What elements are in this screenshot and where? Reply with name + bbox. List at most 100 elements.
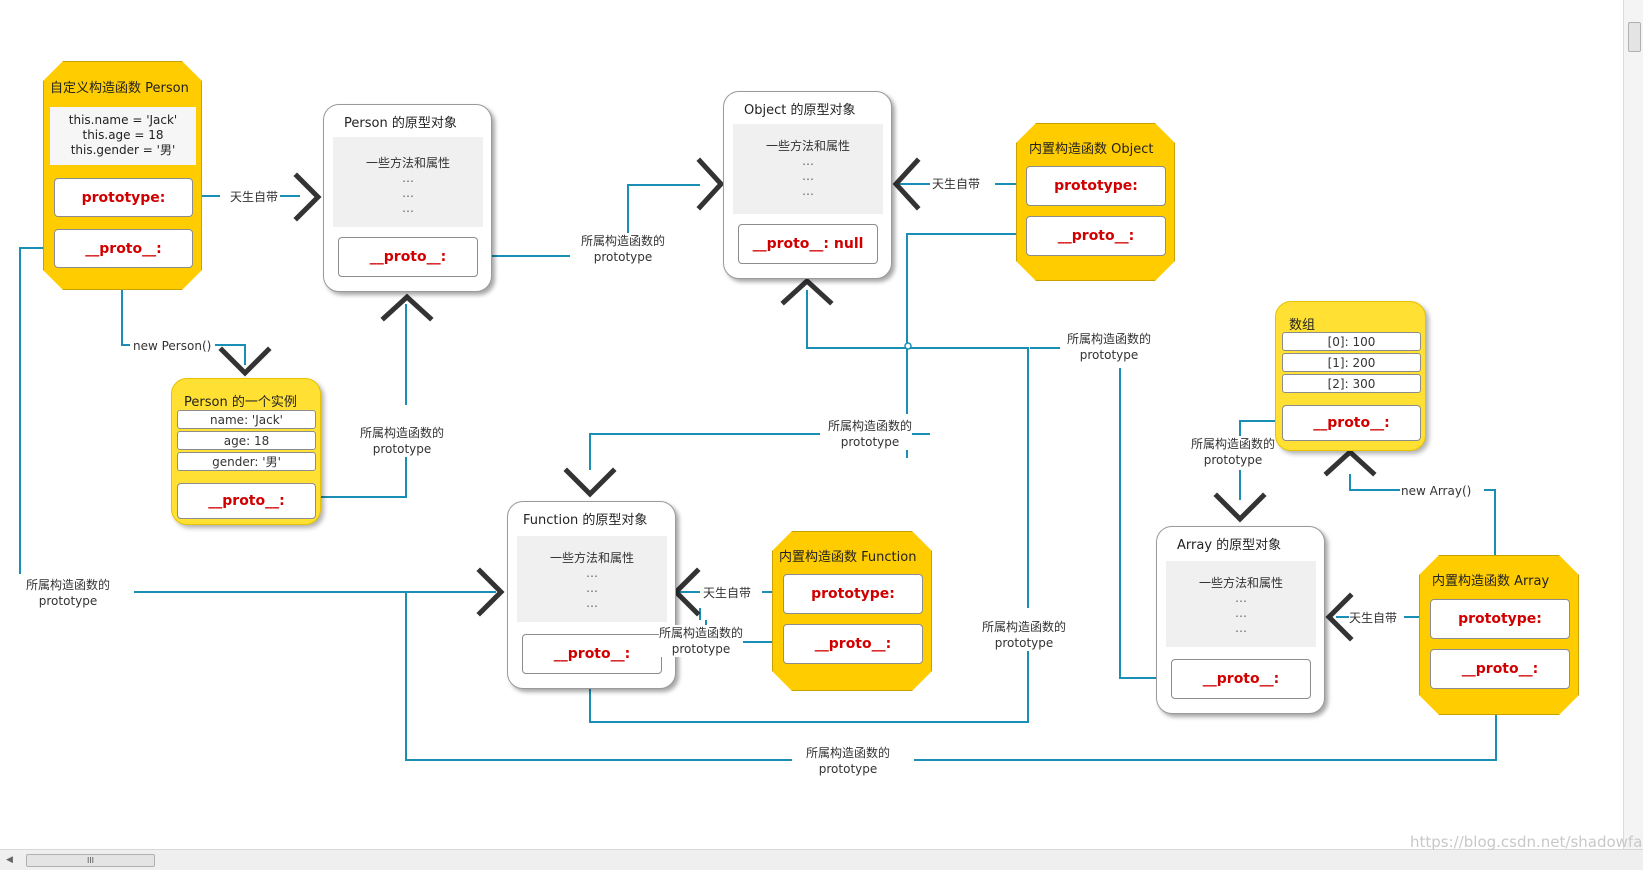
label-line: prototype [593,250,653,264]
object-prototype-title: Object 的原型对象 [744,103,856,118]
person-constructor-code: this.name = 'Jack' this.age = 18 this.ge… [50,107,196,165]
ellipsis: … [1235,621,1247,635]
array-prototype-title: Array 的原型对象 [1177,538,1282,553]
function-constructor-title: 内置构造函数 Function [779,550,917,565]
object-constructor-node: 内置构造函数 Object prototype: __proto__: [1016,123,1175,281]
arrow-person-proto [293,172,322,222]
label-owner-function-ctor: 所属构造函数的 prototype [659,625,744,657]
label-owner-person-ctor: 所属构造函数的 prototype [26,577,111,609]
person-constructor-proto-field: __proto__: [54,229,193,268]
person-prototype-proto-field: __proto__: [338,237,478,277]
junction-dot [904,342,912,350]
object-constructor-prototype-field: prototype: [1026,166,1166,206]
ellipsis: … [1235,591,1247,605]
array-prototype-methods: 一些方法和属性 … … … [1166,561,1316,647]
ellipsis: … [802,154,814,168]
person-prototype-title: Person 的原型对象 [344,116,457,131]
arrow-object-proto-right [892,157,921,211]
label-line: 所属构造函数的 [26,578,111,592]
ellipsis: … [802,184,814,198]
person-constructor-prototype-field: prototype: [54,178,193,217]
ellipsis: … [586,596,598,610]
ellipsis: … [1235,606,1247,620]
watermark: https://blog.csdn.net/shadowfall [1410,833,1643,851]
arrow-function-proto-left [476,567,505,617]
ellipsis: … [802,169,814,183]
label-line: prototype [840,435,900,449]
object-constructor-proto-field: __proto__: [1026,216,1166,256]
label-line: 所属构造函数的 [1191,437,1276,451]
label-line: prototype [38,594,98,608]
arrow-person-proto-up [380,293,434,322]
instance-field-age: age: 18 [177,431,316,450]
methods-label: 一些方法和属性 [1198,576,1283,590]
object-prototype-methods: 一些方法和属性 … … … [733,124,883,214]
label-innate-object: 天生自带 [932,176,981,192]
function-constructor-proto-field: __proto__: [783,624,923,664]
connector-object-ctor-proto [906,233,1018,458]
array-field-2: [2]: 300 [1282,374,1421,393]
array-instance-proto-field: __proto__: [1282,405,1421,441]
horizontal-scroll-thumb[interactable]: III [26,854,155,867]
label-owner-object-ctor: 所属构造函数的 prototype [828,418,913,450]
arrow-person-instance-down [218,346,272,377]
code-line-name: this.name = 'Jack' [68,113,178,127]
vertical-scrollbar[interactable] [1623,0,1643,849]
array-constructor-title: 内置构造函数 Array [1432,574,1550,589]
label-owner-instance: 所属构造函数的 prototype [360,425,445,457]
function-prototype-proto-field: __proto__: [522,634,662,674]
connector-new-person [121,290,246,365]
horizontal-scrollbar[interactable]: ◀ III [0,849,1643,870]
arrow-object-proto-left [696,157,725,211]
function-prototype-node: Function 的原型对象 一些方法和属性 … … … __proto__: [507,501,676,689]
arrow-array-instance-up [1323,448,1377,477]
vertical-scroll-thumb[interactable] [1628,22,1641,52]
label-owner-array-ctor: 所属构造函数的 prototype [806,745,891,777]
arrow-function-proto-down [563,467,617,498]
label-line: 所属构造函数的 [828,419,913,433]
label-line: 所属构造函数的 [581,234,666,248]
function-prototype-methods: 一些方法和属性 … … … [517,536,667,622]
label-line: 所属构造函数的 [982,620,1067,634]
person-constructor-title: 自定义构造函数 Person [50,81,189,96]
label-innate-person: 天生自带 [230,189,279,205]
scroll-left-icon[interactable]: ◀ [6,855,13,865]
label-new-person: new Person() [133,338,212,354]
ellipsis: … [402,201,414,215]
person-instance-title: Person 的一个实例 [184,395,297,410]
person-instance-node: Person 的一个实例 name: 'Jack' age: 18 gender… [171,378,321,525]
function-constructor-prototype-field: prototype: [783,574,923,614]
label-line: prototype [1079,348,1139,362]
object-prototype-proto-field: __proto__: null [738,224,878,264]
connector-person-ctor-proto [19,247,496,593]
array-field-1: [1]: 200 [1282,353,1421,372]
ellipsis: … [586,581,598,595]
ellipsis: … [402,186,414,200]
label-line: 所属构造函数的 [659,626,744,640]
ellipsis: … [402,171,414,185]
label-line: prototype [671,642,731,656]
label-line: prototype [818,762,878,776]
person-prototype-methods: 一些方法和属性 … … … [333,137,483,227]
code-line-gender: this.gender = '男' [70,143,176,157]
array-field-0: [0]: 100 [1282,332,1421,351]
person-constructor-node: 自定义构造函数 Person this.name = 'Jack' this.a… [43,61,202,290]
label-owner-function-loop: 所属构造函数的 prototype [982,619,1067,651]
methods-label: 一些方法和属性 [765,139,850,153]
connector-function-proto-proto [589,290,1029,723]
arrow-array-proto-right [1325,592,1354,642]
label-owner-person-proto: 所属构造函数的 prototype [581,233,666,265]
label-innate-array: 天生自带 [1349,610,1398,626]
array-instance-node: 数组 [0]: 100 [1]: 200 [2]: 300 __proto__: [1275,301,1426,451]
function-prototype-title: Function 的原型对象 [523,513,648,528]
array-constructor-prototype-field: prototype: [1430,599,1570,639]
arrow-object-proto-up [780,277,834,306]
label-new-array: new Array() [1401,483,1472,499]
code-line-age: this.age = 18 [82,128,164,142]
instance-field-name: name: 'Jack' [177,410,316,429]
connector-array-instance-proto [1239,420,1276,500]
arrow-function-proto-right [672,567,701,617]
methods-label: 一些方法和属性 [365,156,450,170]
connector-new-array [1349,474,1496,556]
label-line: 所属构造函数的 [360,426,445,440]
